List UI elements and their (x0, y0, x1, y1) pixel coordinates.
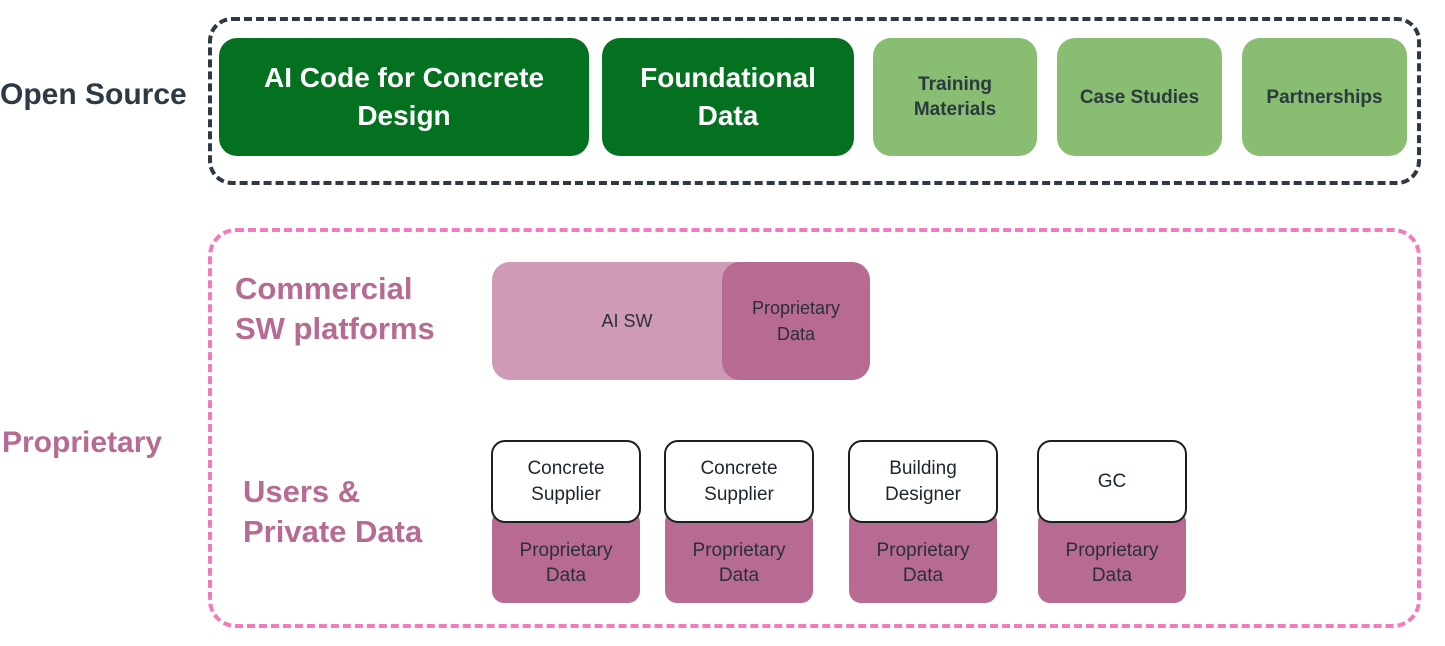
commercial-platforms-label: Commercial SW platforms (235, 271, 435, 346)
ai-sw-label: AI SW (601, 310, 653, 331)
open-source-label: Open Source (0, 78, 187, 111)
commercial-proprietary-data: Proprietary Data (722, 262, 870, 380)
os-item-case-studies: Case Studies (1057, 38, 1222, 156)
user-building-designer: Building Designer (848, 440, 998, 523)
user-concrete-supplier-2: Concrete Supplier (664, 440, 814, 523)
os-item-training-materials: Training Materials (873, 38, 1037, 156)
user-gc: GC (1037, 440, 1187, 523)
os-item-ai-code: AI Code for Concrete Design (219, 38, 589, 156)
os-item-partnerships: Partnerships (1242, 38, 1407, 156)
proprietary-data-box: Proprietary Data (1038, 510, 1186, 603)
proprietary-data-box: Proprietary Data (849, 510, 997, 603)
os-item-foundational-data: Foundational Data (602, 38, 854, 156)
proprietary-label: Proprietary (2, 426, 163, 459)
users-private-data-label: Users & Private Data (243, 474, 423, 549)
user-concrete-supplier-1: Concrete Supplier (491, 440, 641, 523)
proprietary-frame (208, 228, 1421, 628)
open-source-frame (208, 17, 1421, 185)
proprietary-data-box: Proprietary Data (492, 510, 640, 603)
proprietary-data-box: Proprietary Data (665, 510, 813, 603)
